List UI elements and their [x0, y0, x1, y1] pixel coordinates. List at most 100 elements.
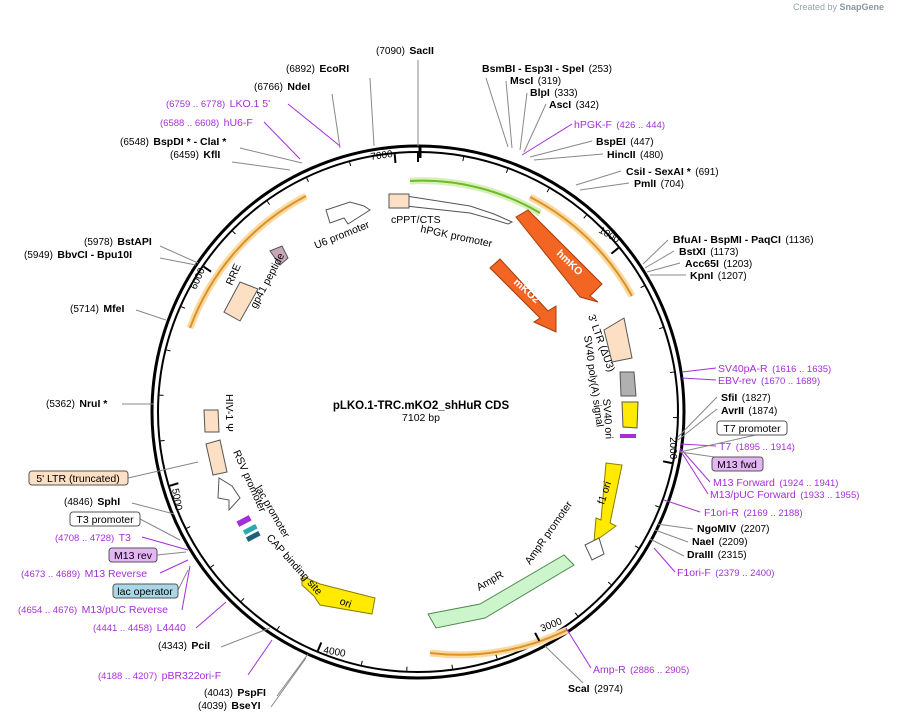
- primer-f1ori-f[interactable]: F1ori-F (2379 .. 2400): [677, 563, 774, 580]
- primer-m13-puc-reverse[interactable]: (4654 .. 4676) M13/pUC Reverse: [18, 600, 168, 617]
- site-pmli[interactable]: PmlI (704): [634, 174, 684, 191]
- minor-tick: [349, 162, 352, 167]
- svg-text:M13 fwd: M13 fwd: [717, 459, 757, 471]
- 3-ltr-feature[interactable]: [603, 317, 633, 363]
- leader-line: [135, 309, 167, 321]
- site-ndei[interactable]: (6766) NdeI: [254, 77, 310, 94]
- box-5-ltr-truncated[interactable]: 5' LTR (truncated): [28, 470, 129, 486]
- leader-line: [239, 147, 303, 164]
- hmko-feature[interactable]: [515, 209, 603, 303]
- minor-tick: [166, 349, 171, 352]
- ori-feature[interactable]: [301, 575, 376, 615]
- site-kfli[interactable]: (6459) KflI: [170, 145, 220, 162]
- hiv1-psi-feature[interactable]: [203, 409, 220, 433]
- site-csii-sexai[interactable]: CsiI - SexAI * (691): [626, 162, 719, 179]
- minor-tick: [495, 654, 498, 659]
- ampr-label: AmpR: [475, 568, 507, 593]
- minor-tick: [640, 285, 645, 289]
- leader-line: [177, 569, 189, 591]
- primer-t3[interactable]: (4708 .. 4728) T3: [55, 528, 131, 545]
- site-sacii[interactable]: (7090) SacII: [376, 41, 434, 58]
- primer-l4440[interactable]: (4441 .. 4458) L4440: [93, 618, 186, 635]
- site-bbvci-bpu10i[interactable]: (5949) BbvCI - Bpu10I: [24, 245, 132, 262]
- cppt-cts-feature[interactable]: [388, 193, 410, 209]
- primer-lko1-5[interactable]: (6759 .. 6778) LKO.1 5': [166, 94, 270, 111]
- leader-line: [139, 518, 181, 541]
- f1-ori-feature[interactable]: [593, 462, 623, 544]
- box-m13-fwd[interactable]: M13 fwd: [711, 456, 764, 472]
- minor-tick: [546, 188, 550, 193]
- site-bsmbi-esp3i-spei[interactable]: BsmBI - Esp3I - SpeI (253): [482, 59, 612, 76]
- minor-tick: [266, 201, 271, 205]
- site-bseyi[interactable]: (4039) BseYI: [198, 696, 261, 713]
- site-bstapi[interactable]: (5978) BstAPI: [84, 232, 152, 249]
- minor-tick: [451, 664, 453, 669]
- sv40-ori-feature[interactable]: [621, 401, 639, 429]
- ampr-promoter-feature[interactable]: [584, 537, 605, 561]
- minor-tick: [186, 526, 191, 529]
- rsv-promoter-feature[interactable]: [217, 477, 241, 512]
- u6-promoter-feature[interactable]: [325, 201, 371, 225]
- site-bfuai-bspmi-paqci[interactable]: BfuAI - BspMI - PaqCI (1136): [673, 230, 814, 247]
- leader-line: [485, 77, 509, 148]
- primer-t7[interactable]: T7 (1895 .. 1914): [719, 437, 795, 454]
- box-lac-operator[interactable]: lac operator: [112, 583, 179, 599]
- hpgk-promoter-feature[interactable]: [405, 195, 514, 225]
- site-ecori[interactable]: (6892) EcoRI: [286, 59, 349, 76]
- primer-hu6-f[interactable]: (6588 .. 6608) hU6-F: [160, 113, 253, 130]
- site-scai[interactable]: ScaI (2974): [568, 679, 623, 696]
- box-t3-promoter[interactable]: T3 promoter: [69, 511, 141, 527]
- primer-f1ori-r[interactable]: F1ori-R (2169 .. 2188): [704, 503, 803, 520]
- gp41-peptide-feature[interactable]: [269, 245, 289, 266]
- leader-line: [677, 408, 718, 441]
- primer-m13-reverse[interactable]: (4673 .. 4689) M13 Reverse: [21, 564, 147, 581]
- tick-label-2000: 2000: [667, 437, 678, 460]
- minor-tick: [181, 306, 186, 309]
- site-nrui[interactable]: (5362) NruI *: [46, 394, 108, 411]
- minor-tick: [232, 230, 236, 235]
- primer-pbr322ori-f[interactable]: (4188 .. 4207) pBR322ori-F: [98, 666, 221, 683]
- major-tick: [610, 247, 620, 255]
- rre-feature[interactable]: [223, 281, 259, 322]
- minor-tick: [583, 214, 587, 219]
- u6-promoter-label: U6 promoter: [313, 219, 372, 252]
- site-naei[interactable]: NaeI (2209): [692, 532, 748, 549]
- site-bspdi-clai[interactable]: (6548) BspDI * - ClaI *: [120, 132, 227, 149]
- site-msci[interactable]: MscI (319): [510, 71, 561, 88]
- leader-line: [369, 77, 375, 147]
- leader-line: [649, 538, 685, 557]
- mko2-feature[interactable]: [489, 258, 557, 333]
- primer-amp-r[interactable]: Amp-R (2886 .. 2905): [593, 660, 689, 677]
- site-avrii[interactable]: AvrII (1874): [721, 401, 777, 418]
- site-pcii[interactable]: (4343) PciI: [158, 636, 210, 653]
- leader-line: [263, 121, 301, 160]
- sv40-polya-feature[interactable]: [619, 371, 637, 397]
- site-ngomiv[interactable]: NgoMIV (2207): [697, 519, 769, 536]
- primer-hpgk-f[interactable]: hPGK-F (426 .. 444): [574, 115, 665, 132]
- site-blpi[interactable]: BlpI (333): [530, 83, 578, 100]
- leader-line: [505, 80, 513, 149]
- primer-m13-puc-forward[interactable]: M13/pUC Forward (1933 .. 1955): [710, 485, 859, 502]
- site-pspfi[interactable]: (4043) PspFI: [204, 683, 266, 700]
- site-bspei[interactable]: BspEI (447): [596, 132, 654, 149]
- site-kpni[interactable]: KpnI (1207): [690, 266, 747, 283]
- site-draiii[interactable]: DraIII (2315): [687, 545, 747, 562]
- site-asci[interactable]: AscI (342): [549, 95, 599, 112]
- leader-line: [529, 140, 593, 158]
- site-sphi[interactable]: (4846) SphI: [64, 492, 120, 509]
- site-hincii[interactable]: HincII (480): [607, 145, 663, 162]
- primer-sv40pa-r[interactable]: SV40pA-R (1616 .. 1635): [718, 359, 831, 376]
- box-t7-promoter[interactable]: T7 promoter: [716, 420, 788, 436]
- primer-m13-forward[interactable]: M13 Forward (1924 .. 1941): [713, 473, 838, 490]
- site-acc65i[interactable]: Acc65I (1203): [685, 254, 752, 271]
- leader-line: [642, 239, 669, 265]
- ampr-feature[interactable]: [427, 554, 575, 629]
- site-sfii[interactable]: SfiI (1827): [721, 388, 771, 405]
- svg-text:lac operator: lac operator: [117, 586, 173, 598]
- box-m13-rev[interactable]: M13 rev: [108, 547, 158, 563]
- site-bstxi[interactable]: BstXI (1173): [679, 242, 738, 259]
- site-mfei[interactable]: (5714) MfeI: [70, 299, 124, 316]
- primer-ebv-rev[interactable]: EBV-rev (1670 .. 1689): [718, 371, 820, 388]
- 5-ltr-feature[interactable]: [205, 439, 228, 476]
